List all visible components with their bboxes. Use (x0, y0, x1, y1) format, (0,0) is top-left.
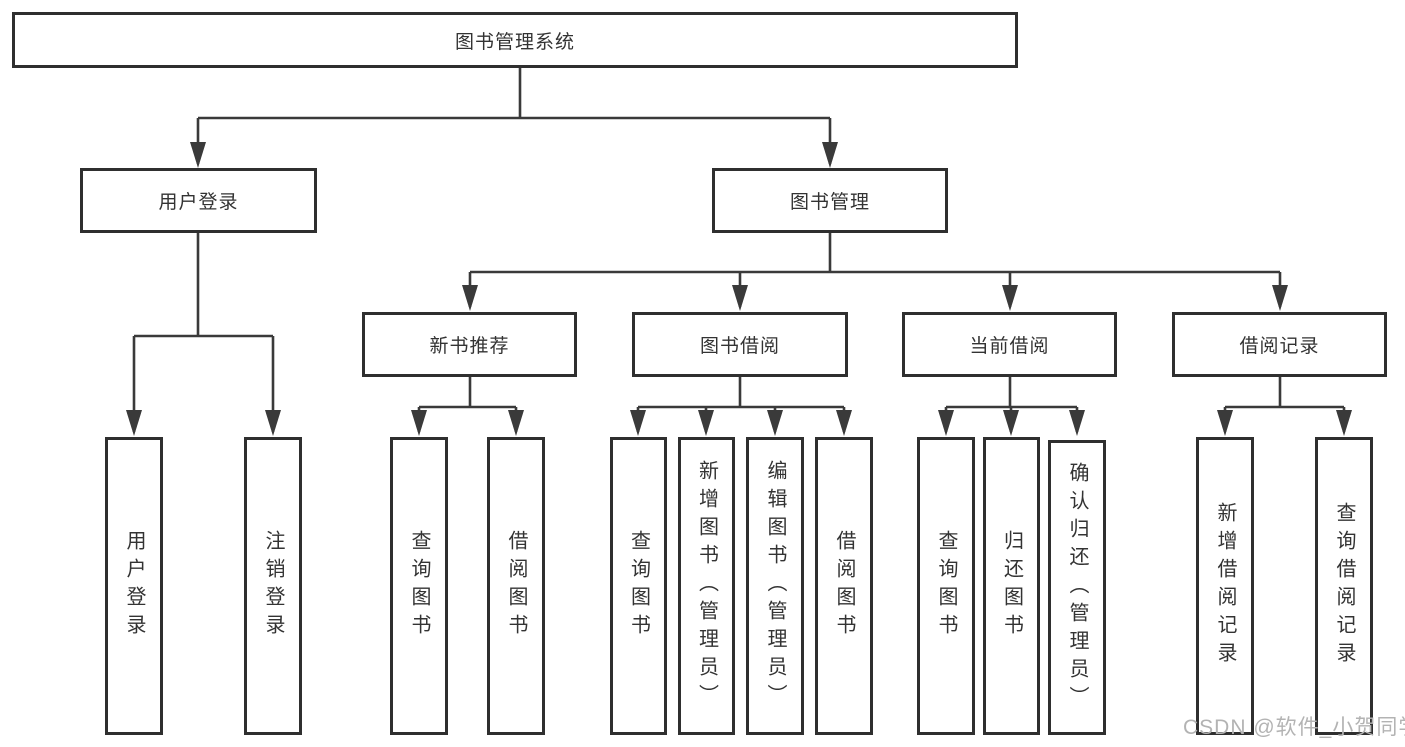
node-label: 新增借阅记录 (1214, 502, 1236, 670)
node-add-book-admin: 新增图书（管理员） (678, 437, 735, 735)
node-label: 新书推荐 (429, 336, 510, 357)
node-label: 借阅图书 (505, 530, 527, 642)
node-recommend-query-books: 查询图书 (390, 437, 448, 735)
node-user-login: 用户登录 (105, 437, 163, 735)
node-book-management: 图书管理 (712, 168, 948, 233)
node-new-book-recommendation: 新书推荐 (362, 312, 577, 377)
node-label: 查询图书 (627, 530, 650, 642)
node-label: 归还图书 (1000, 530, 1023, 642)
node-label: 编辑图书（管理员） (764, 460, 786, 712)
node-logout: 注销登录 (244, 437, 302, 735)
node-edit-book-admin: 编辑图书（管理员） (746, 437, 804, 735)
node-label: 借阅图书 (833, 530, 855, 642)
node-borrowing-records: 借阅记录 (1172, 312, 1387, 377)
node-label: 用户登录 (158, 192, 239, 213)
node-borrowing-borrow-books: 借阅图书 (815, 437, 873, 735)
node-user-login-group: 用户登录 (80, 168, 317, 233)
node-label: 借阅记录 (1239, 336, 1320, 357)
node-book-borrowing: 图书借阅 (632, 312, 848, 377)
node-label: 图书借阅 (699, 336, 780, 357)
node-label: 当前借阅 (969, 336, 1050, 357)
node-label: 查询借阅记录 (1333, 502, 1355, 670)
node-label: 图书管理 (789, 192, 870, 213)
node-borrowing-query-books: 查询图书 (610, 437, 667, 735)
node-query-borrow-record: 查询借阅记录 (1315, 437, 1373, 735)
node-confirm-return-admin: 确认归还（管理员） (1048, 440, 1106, 735)
node-label: 查询图书 (935, 530, 957, 642)
node-label: 确认归还（管理员） (1066, 461, 1088, 714)
node-label: 新增图书（管理员） (695, 460, 718, 712)
node-add-borrow-record: 新增借阅记录 (1196, 437, 1254, 735)
csdn-watermark: CSDN @软件_小贺同学 (1183, 716, 1405, 739)
node-current-query-books: 查询图书 (917, 437, 975, 735)
node-recommend-borrow-books: 借阅图书 (487, 437, 545, 735)
node-label: 图书管理系统 (454, 31, 575, 53)
node-label: 用户登录 (123, 530, 145, 642)
node-return-books: 归还图书 (983, 437, 1040, 735)
node-current-borrowing: 当前借阅 (902, 312, 1117, 377)
node-label: 查询图书 (408, 530, 430, 642)
node-label: 注销登录 (262, 530, 284, 642)
node-library-management-system: 图书管理系统 (12, 12, 1018, 68)
